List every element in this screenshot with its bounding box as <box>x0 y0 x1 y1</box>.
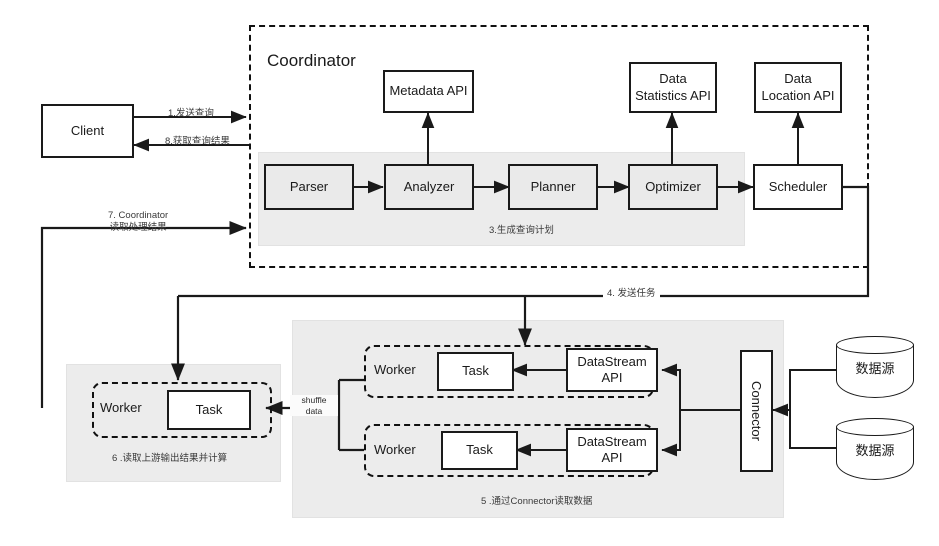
send-query-label: 1.发送查询 <box>168 108 214 119</box>
upstream-worker-2-label: Worker <box>374 442 416 457</box>
upstream-task-1-box[interactable]: Task <box>437 352 514 391</box>
parser-box[interactable]: Parser <box>264 164 354 210</box>
downstream-task-box[interactable]: Task <box>167 390 251 430</box>
data-source-2-label: 数据源 <box>855 443 895 458</box>
cylinder-body <box>836 345 914 398</box>
upstream-region-label: 5 .通过Connector读取数据 <box>481 496 593 507</box>
get-result-label: 8.获取查询结果 <box>165 136 230 147</box>
data-source-1[interactable]: 数据源 <box>836 336 914 398</box>
upstream-read-region <box>292 320 784 518</box>
data-location-api-box[interactable]: Data Location API <box>754 62 842 113</box>
shuffle-data-label: shuffle data <box>290 395 338 417</box>
cylinder-top <box>836 336 914 354</box>
datastream-api-2-box[interactable]: DataStream API <box>566 428 658 472</box>
upstream-task-2-box[interactable]: Task <box>441 431 518 470</box>
data-statistics-api-box[interactable]: Data Statistics API <box>629 62 717 113</box>
client-box[interactable]: Client <box>41 104 134 158</box>
send-task-label: 4. 发送任务 <box>603 288 660 301</box>
analyzer-box[interactable]: Analyzer <box>384 164 474 210</box>
optimizer-box[interactable]: Optimizer <box>628 164 718 210</box>
downstream-worker-label: Worker <box>100 400 142 415</box>
upstream-worker-1-label: Worker <box>374 362 416 377</box>
plan-region-label: 3.生成查询计划 <box>489 225 554 236</box>
connector-label: Connector <box>749 381 764 441</box>
downstream-region-label: 6 .读取上游输出结果并计算 <box>112 453 228 464</box>
planner-box[interactable]: Planner <box>508 164 598 210</box>
data-source-2[interactable]: 数据源 <box>836 418 914 480</box>
coordinator-read-label: 7. Coordinator 读取处理结果 <box>108 210 169 234</box>
cylinder-top <box>836 418 914 436</box>
coordinator-title: Coordinator <box>267 51 356 70</box>
data-source-1-label: 数据源 <box>855 361 895 376</box>
metadata-api-box[interactable]: Metadata API <box>383 70 474 113</box>
downstream-worker-boundary <box>92 382 272 438</box>
datastream-api-1-box[interactable]: DataStream API <box>566 348 658 392</box>
connector-box[interactable]: Connector <box>740 350 773 472</box>
scheduler-box[interactable]: Scheduler <box>753 164 843 210</box>
